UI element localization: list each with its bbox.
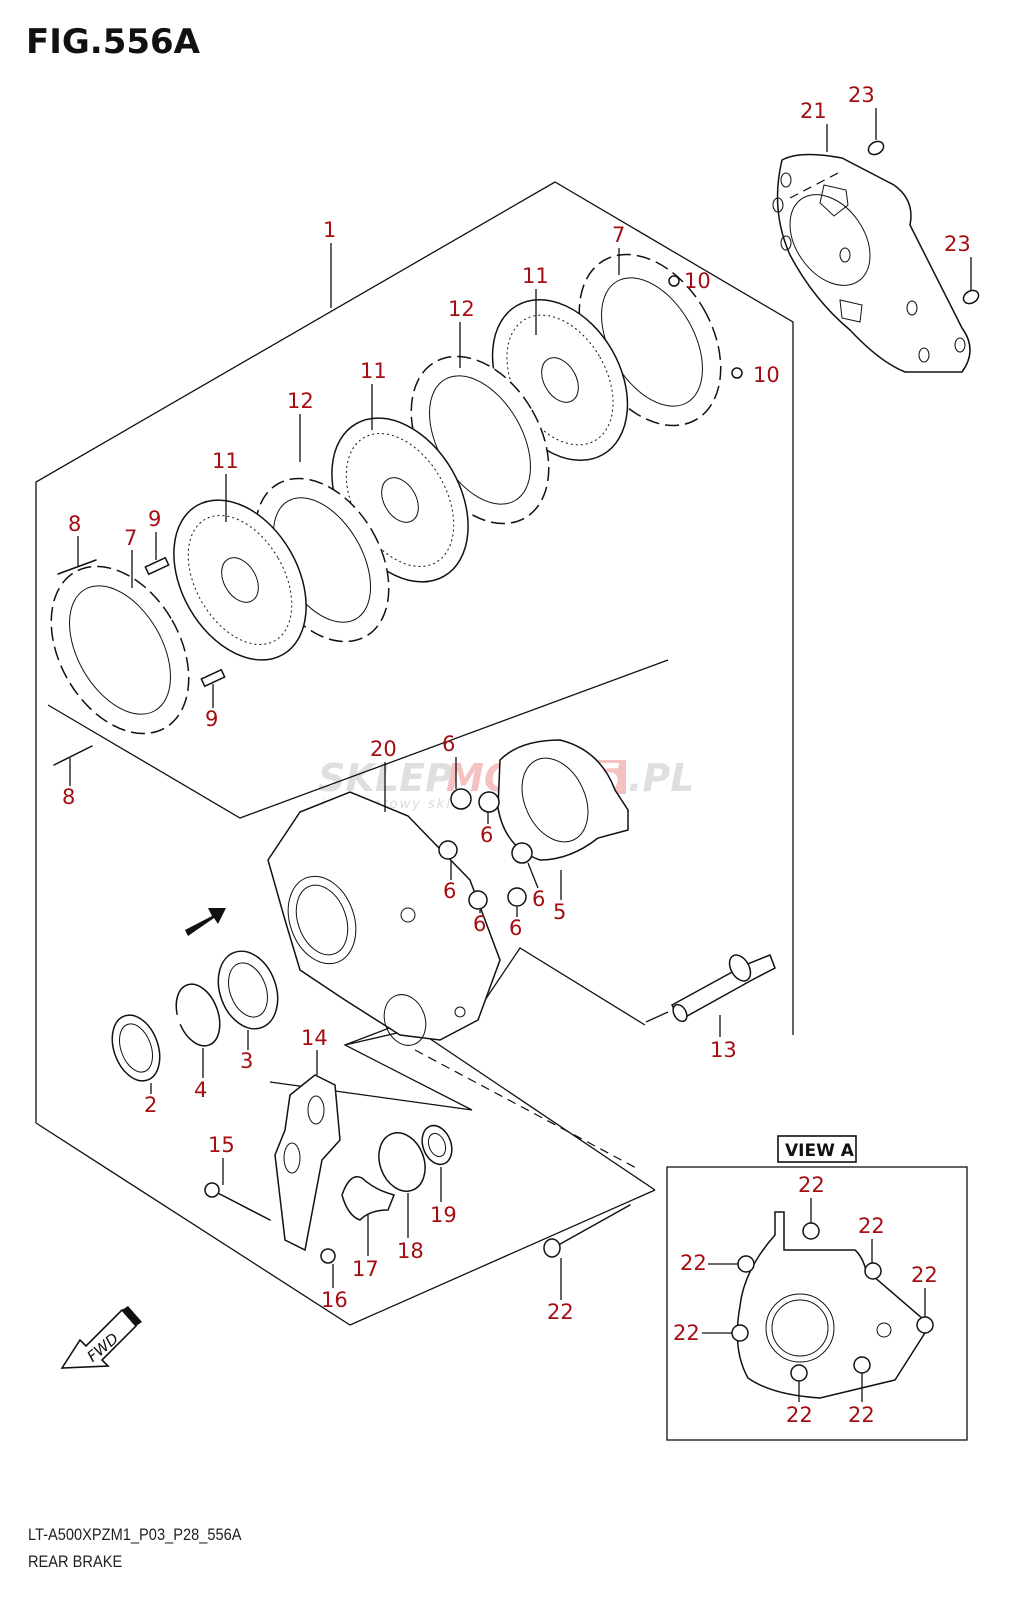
callout-4: 4 — [194, 1078, 207, 1102]
forward-arrow-icon: FWD — [60, 1306, 142, 1369]
callout-8-upper: 8 — [68, 512, 81, 536]
figure-title: FIG.556A — [26, 22, 200, 62]
return-spring-part-18[interactable] — [371, 1126, 433, 1197]
cam-shaft-part-13[interactable] — [670, 951, 776, 1023]
oil-seal-part-19[interactable] — [417, 1121, 457, 1168]
callout-16: 16 — [321, 1288, 348, 1312]
figure-code: LT-A500XPZM1_P03_P28_556A — [28, 1525, 242, 1544]
dowel-pin-part-23-upper[interactable] — [866, 139, 886, 157]
view-a-callout-3: 22 — [680, 1251, 707, 1275]
view-direction-arrow — [185, 908, 226, 936]
gasket-part-21[interactable] — [772, 153, 971, 373]
callout-21: 21 — [800, 99, 827, 123]
washer-part-10-upper[interactable] — [668, 275, 680, 287]
view-a-callout-1: 22 — [798, 1173, 825, 1197]
callout-10-upper: 10 — [684, 269, 711, 293]
view-a-callout-6: 22 — [786, 1403, 813, 1427]
view-a-callout-2: 22 — [858, 1214, 885, 1238]
callout-6-a: 6 — [442, 732, 455, 756]
washer-part-10-lower[interactable] — [731, 367, 743, 379]
callout-17: 17 — [352, 1257, 379, 1281]
callout-6-b: 6 — [480, 823, 493, 847]
callout-22: 22 — [547, 1300, 574, 1324]
callout-6-f: 6 — [509, 916, 522, 940]
pin-part-8-upper[interactable] — [57, 559, 97, 575]
callout-7-upper: 7 — [612, 223, 625, 247]
assembly-outline — [35, 181, 794, 1326]
callout-8-lower: 8 — [62, 785, 75, 809]
nut-part-16[interactable] — [320, 1248, 336, 1264]
steel-ball-part-6-e[interactable] — [468, 890, 488, 910]
watermark-suffix: .PL — [628, 756, 695, 800]
callout-5: 5 — [553, 900, 566, 924]
steel-ball-part-6-c[interactable] — [438, 840, 458, 860]
callout-23-upper: 23 — [848, 83, 875, 107]
view-a-label-box — [777, 1135, 857, 1163]
callout-1: 1 — [323, 218, 336, 242]
pin-part-8-lower[interactable] — [53, 745, 93, 766]
brake-arm-part-14[interactable] — [274, 1074, 341, 1252]
callout-18: 18 — [397, 1239, 424, 1263]
callout-6-d: 6 — [532, 887, 545, 911]
view-a-callout-7: 22 — [848, 1403, 875, 1427]
callout-12-lower: 12 — [287, 389, 314, 413]
callout-7-lower: 7 — [124, 526, 137, 550]
callout-13: 13 — [710, 1038, 737, 1062]
steel-ball-part-6-b[interactable] — [478, 791, 500, 813]
bolt-part-15[interactable] — [204, 1182, 271, 1221]
brake-plate-part-7-lower[interactable] — [23, 542, 217, 758]
spring-part-9-upper[interactable] — [144, 556, 170, 576]
view-a-callout-5: 22 — [673, 1321, 700, 1345]
callout-11-lower: 11 — [212, 449, 239, 473]
callout-10-lower: 10 — [753, 363, 780, 387]
callout-9-upper: 9 — [148, 507, 161, 531]
callout-6-c: 6 — [443, 879, 456, 903]
spring-part-9-lower[interactable] — [200, 668, 226, 688]
dowel-pin-part-23-lower[interactable] — [961, 288, 981, 306]
steel-ball-part-6-f[interactable] — [507, 887, 527, 907]
bearing-part-3[interactable] — [208, 943, 288, 1037]
callout-15: 15 — [208, 1133, 235, 1157]
view-a-callout-4: 22 — [911, 1263, 938, 1287]
callout-11-middle: 11 — [360, 359, 387, 383]
bolt-part-22[interactable] — [543, 1204, 631, 1258]
callout-19: 19 — [430, 1203, 457, 1227]
figure-name: REAR BRAKE — [28, 1552, 123, 1571]
view-a-case-cover — [736, 1211, 931, 1399]
callout-14: 14 — [301, 1026, 328, 1050]
callout-12-upper: 12 — [448, 297, 475, 321]
view-a-frame — [666, 1166, 968, 1441]
callout-2: 2 — [144, 1093, 157, 1117]
callout-6-e: 6 — [473, 912, 486, 936]
steel-ball-part-6-d[interactable] — [511, 842, 533, 864]
brake-case-part-20[interactable] — [267, 791, 501, 1051]
callout-3: 3 — [240, 1049, 253, 1073]
callout-9-lower: 9 — [205, 707, 218, 731]
steel-ball-part-6-a[interactable] — [450, 788, 472, 810]
callout-11-upper: 11 — [522, 264, 549, 288]
view-a-label: VIEW A — [785, 1141, 855, 1161]
circlip-part-4[interactable] — [168, 978, 227, 1052]
oil-seal-part-2[interactable] — [104, 1009, 169, 1088]
callout-20: 20 — [370, 737, 397, 761]
view-a-inset: VIEW A 22 22 22 22 22 22 22 — [666, 1135, 968, 1441]
indicator-plate-part-17[interactable] — [341, 1176, 396, 1221]
callout-23-lower: 23 — [944, 232, 971, 256]
friction-disc-part-11-lower[interactable] — [147, 477, 333, 684]
